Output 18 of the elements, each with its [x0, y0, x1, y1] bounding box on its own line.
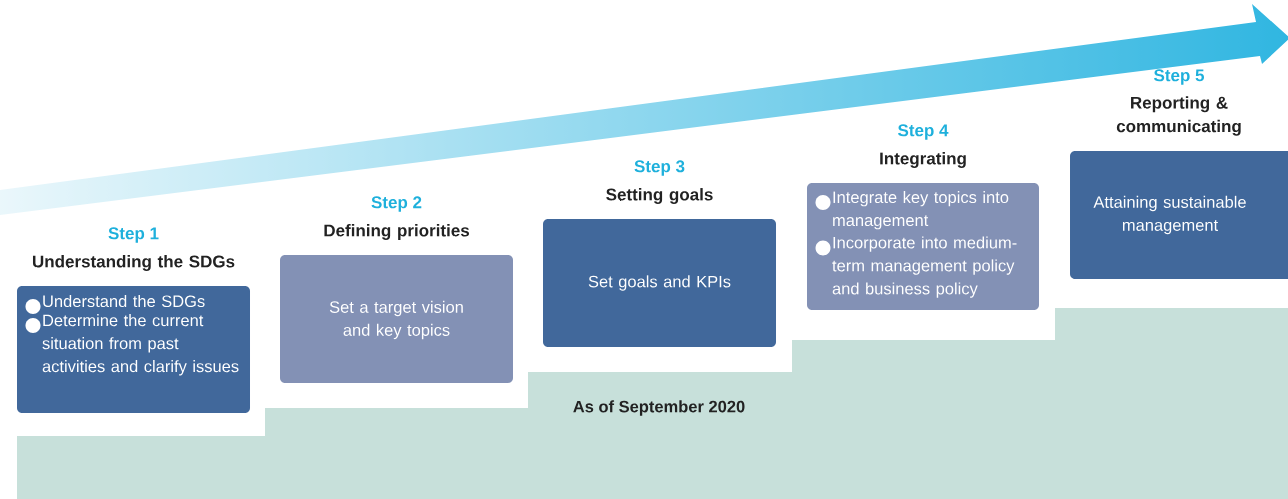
date-note: As of September 2020	[573, 400, 745, 416]
box-text: Set a target vision and key topics	[329, 300, 463, 340]
bullet-item: Incorporate into medium-term management policy and business policy	[815, 236, 1017, 298]
step-title: Integrating	[880, 152, 966, 168]
step-title: Reporting & communicating	[1116, 96, 1241, 136]
bullet-item: Integrate key topics into management	[815, 191, 1009, 230]
bullet-item: Understand the SDGs	[25, 295, 205, 314]
bullet-item: Determine the current situation from past activities and clarify issues	[25, 314, 239, 376]
step-number: Step 1	[108, 227, 159, 243]
step-title: Defining priorities	[324, 224, 469, 240]
step-number: Step 2	[371, 196, 422, 212]
step-number: Step 4	[898, 124, 949, 140]
step-title: Understanding the SDGs	[33, 255, 235, 271]
box-text: Attaining sustainable management	[1093, 195, 1246, 235]
step-number: Step 5	[1154, 69, 1205, 85]
step-number: Step 3	[634, 160, 685, 176]
step-title: Setting goals	[606, 188, 713, 204]
box-text: Set goals and KPIs	[588, 275, 731, 291]
